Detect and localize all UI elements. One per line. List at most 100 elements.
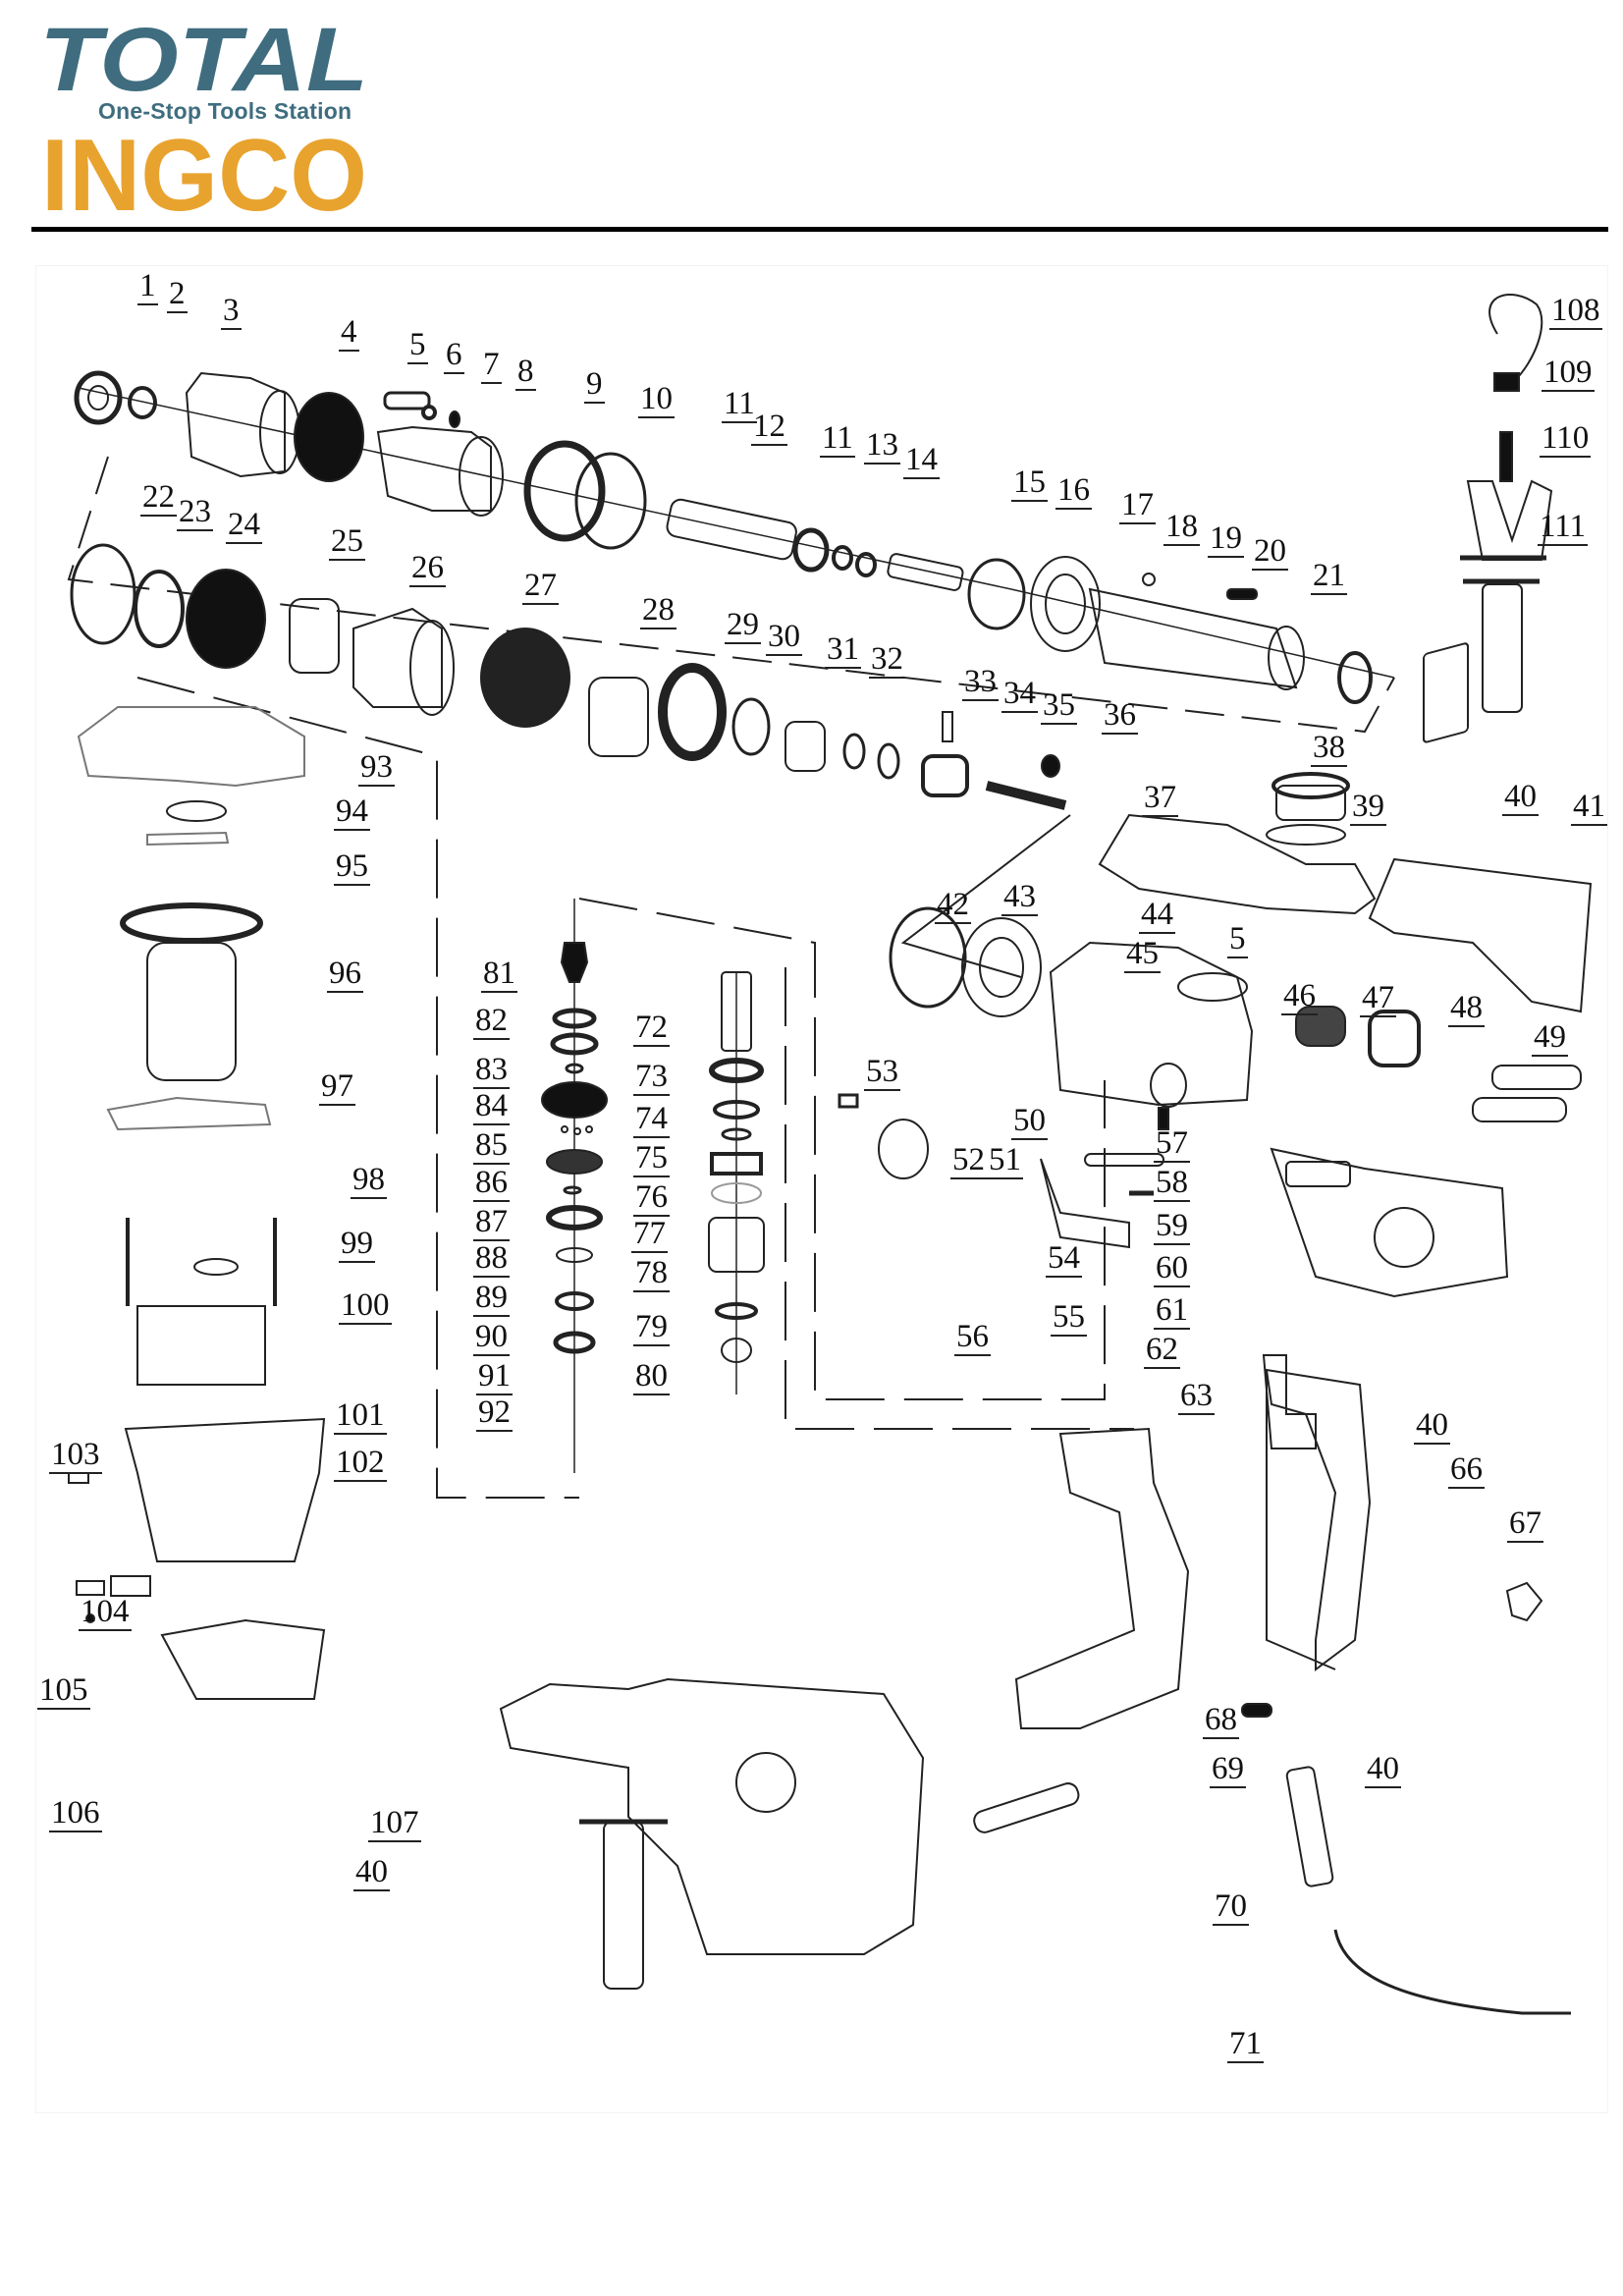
part-48-plate [1423,642,1469,743]
callout-12: 12 [751,409,787,446]
callout-32: 32 [869,641,905,679]
dashed-guide-3 [578,898,1106,1400]
callout-76: 76 [633,1179,670,1217]
part-108-clamp [1488,294,1543,392]
callout-34: 34 [1001,676,1038,713]
callout-111: 111 [1538,509,1589,546]
callout-71: 71 [1227,2026,1264,2063]
callout-70: 70 [1213,1888,1249,1926]
callout-47: 47 [1360,980,1396,1017]
part-80-bearing [721,1338,752,1363]
callout-66: 66 [1448,1451,1485,1489]
callout-83: 83 [473,1052,510,1089]
callout-40b: 40 [1414,1407,1450,1445]
tagline: One-Stop Tools Station [98,98,352,124]
part-45-gear-housing [1049,941,1254,1108]
part-8-tool-holder [376,425,504,517]
part-86-balls [561,1125,593,1135]
callout-85: 85 [473,1127,510,1165]
callout-55: 55 [1051,1299,1087,1337]
callout-38: 38 [1311,730,1347,767]
part-79-washer [715,1302,758,1320]
callout-36: 36 [1102,697,1138,735]
callout-42: 42 [935,887,971,924]
dashed-guide-4 [784,967,1134,1430]
callout-78: 78 [633,1255,670,1292]
part-46-springs [1295,1006,1346,1047]
part-17-seal [1030,556,1101,652]
part-77-clutch [711,1182,762,1204]
callout-27: 27 [522,568,559,605]
ingco-wordmark-icon: INGCO [41,119,367,233]
part-93-baffle [77,706,305,788]
callout-33: 33 [962,664,999,701]
callout-100: 100 [339,1287,392,1325]
part-73-bearing [709,1058,764,1083]
callout-18: 18 [1163,509,1200,546]
part-19-cylinder [1088,587,1305,690]
callout-22: 22 [140,479,177,517]
part-66-handle-right [1265,1368,1372,1671]
part-100-washer [193,1258,239,1276]
callout-60: 60 [1154,1250,1190,1287]
part-16-circlip [967,558,1026,630]
callout-4: 4 [339,314,359,352]
callout-109: 109 [1542,355,1595,392]
part-28-clutch [588,677,649,757]
callout-110: 110 [1540,420,1592,458]
part-90-washer [556,1247,593,1263]
part-91-washer [555,1291,594,1311]
callout-2: 2 [167,276,188,313]
part-97-armature [146,942,237,1081]
callout-73: 73 [633,1059,670,1096]
axis-line-top [78,387,1012,590]
callout-28: 28 [640,592,676,629]
diagram-frame [35,265,1608,2113]
callout-84: 84 [473,1088,510,1125]
part-63-handle-left [1014,1427,1190,1729]
callout-40d: 40 [353,1854,390,1891]
part-38-bearing [1271,772,1350,821]
part-54-selector-knob [878,1119,929,1179]
part-29-gear-ring [658,663,727,761]
callout-67: 67 [1507,1505,1543,1543]
part-7-ball [449,410,460,428]
callout-104: 104 [79,1594,132,1631]
part-81-pinion [560,942,589,983]
part-70-cable-protector [1285,1766,1334,1887]
callout-46: 46 [1281,978,1318,1015]
part-14-ring-b [855,552,877,577]
part-4-spring [294,392,364,482]
assembled-rotary-hammer [499,1677,925,1990]
callout-43: 43 [1001,879,1038,916]
part-60-front-cover [1270,1147,1509,1298]
part-94-bearing [166,800,227,822]
part-3-chuck-sleeve [185,371,300,478]
part-101-stator [136,1305,266,1386]
callout-11a: 11 [722,386,757,423]
part-85-gear [541,1081,608,1119]
callout-52: 52 [950,1142,987,1179]
ingco-logo: INGCO [41,119,371,233]
callout-5b: 5 [1227,921,1248,958]
callout-21: 21 [1311,558,1347,595]
part-109-bolt [1499,431,1513,482]
part-15-striker [887,553,964,591]
callout-24: 24 [226,507,262,544]
callout-40a: 40 [1502,779,1539,816]
callout-44: 44 [1139,897,1175,934]
part-2-ring [128,386,157,419]
part-102-motor-housing [124,1417,326,1562]
part-22-ring [70,543,136,645]
part-27-spring [480,628,570,728]
part-92-bearing [553,1331,596,1354]
part-21-oring [1337,651,1373,704]
part-98-plate [106,1096,272,1131]
part-30-oring [731,697,771,756]
callout-91: 91 [476,1358,513,1395]
callout-9: 9 [584,366,605,404]
total-wordmark-icon: TOTAL [39,10,368,110]
callout-8: 8 [515,354,536,391]
part-106-screw [85,1613,95,1623]
